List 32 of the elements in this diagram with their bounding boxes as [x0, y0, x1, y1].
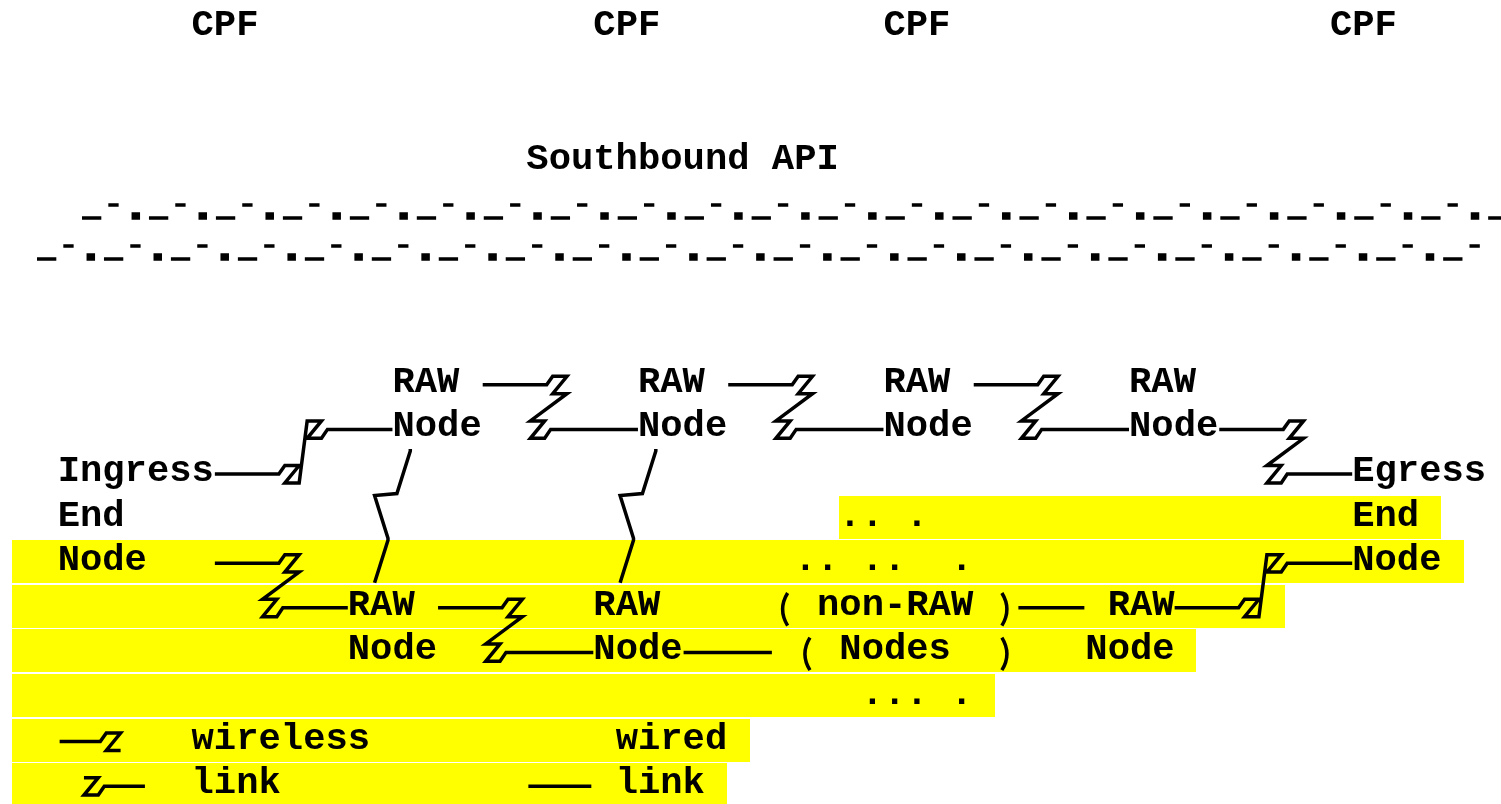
node-label: Ingress End Node — [57, 449, 215, 583]
wireless-link — [1219, 419, 1353, 485]
zigzag-link — [617, 448, 658, 585]
node-label: RAW Node — [593, 582, 684, 672]
wireless-link — [214, 552, 348, 619]
node-label: RAW Node — [347, 582, 439, 672]
zigzag-link — [372, 448, 413, 585]
wireless-link — [438, 597, 594, 664]
node-label: Egress End Node — [1352, 449, 1501, 583]
caption-label: CPF — [191, 3, 259, 48]
ellipsis-dots: ... . — [861, 672, 973, 717]
legend-label: wireless link — [191, 716, 372, 804]
node-label: RAW Node — [392, 359, 483, 449]
wireless-link — [973, 374, 1129, 441]
legend-label: wired link — [615, 716, 729, 804]
node-label: RAW Node — [1084, 582, 1175, 672]
wired-link — [1018, 606, 1085, 610]
node-label: RAW Node — [637, 359, 729, 449]
caption-label: Southbound API — [526, 136, 839, 182]
caption-label: CPF — [593, 3, 661, 48]
node-label: non-RAW Nodes — [816, 582, 974, 672]
caption-label: CPF — [883, 3, 951, 48]
ellipsis-dots: .. . — [838, 493, 929, 539]
wireless-link — [214, 419, 393, 485]
wireless-link — [482, 374, 638, 441]
wired-link — [683, 650, 772, 655]
node-label: RAW Node — [1129, 359, 1220, 449]
ellipsis-dots: .. .. . — [794, 538, 973, 583]
node-label: RAW Node — [883, 359, 974, 449]
caption-label: CPF — [1329, 3, 1397, 48]
wireless-link — [1174, 552, 1353, 619]
wireless-link — [728, 374, 884, 441]
